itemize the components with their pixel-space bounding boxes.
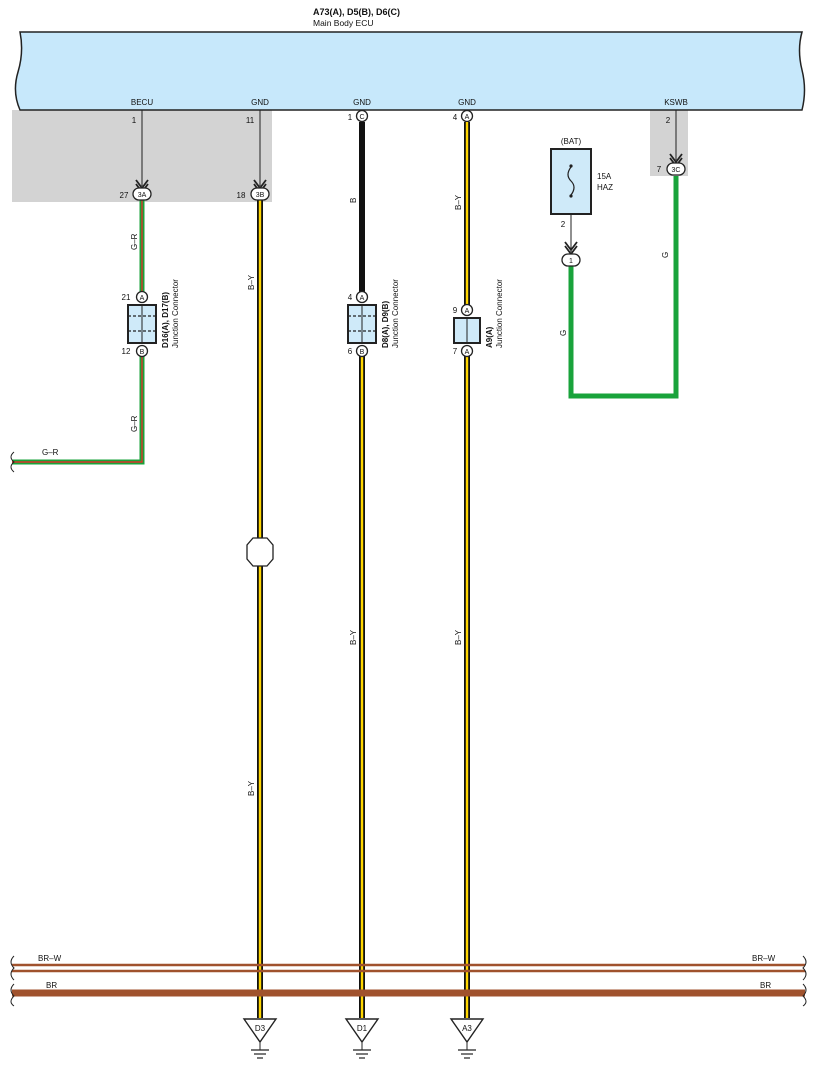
jc3-conn-bottom: A xyxy=(465,349,470,356)
wire-label-gr-left: G–R xyxy=(42,448,59,457)
conn-circle-gnd2 xyxy=(355,109,369,123)
pin-kswb: 2 xyxy=(666,116,671,125)
wire-label-gr-mid: G–R xyxy=(130,415,139,432)
gr-break-left xyxy=(10,451,15,473)
jc1-pin-bottom: 12 xyxy=(122,347,131,356)
conn-oval-3a xyxy=(132,187,152,201)
pin-gnd-1: 11 xyxy=(246,116,255,125)
fuse-name: HAZ xyxy=(597,183,613,192)
pin-3c: 7 xyxy=(657,165,662,174)
conn-label-3b: 3B xyxy=(256,192,265,199)
ground-d1 xyxy=(344,1018,380,1059)
jc1-pin-top: 21 xyxy=(122,293,131,302)
jc3-title: A9(A) xyxy=(485,326,494,348)
conn-oval-fuse-out xyxy=(561,253,581,267)
ground-label-d1: D1 xyxy=(357,1024,368,1033)
bus-br-w xyxy=(12,963,805,973)
fuse-element-icon xyxy=(567,166,575,196)
jc3-subtitle: Junction Connector xyxy=(495,279,504,348)
wire-label-by-2: B–Y xyxy=(247,780,256,796)
jc2-subtitle: Junction Connector xyxy=(391,279,400,348)
fuse-source: (BAT) xyxy=(561,137,582,146)
bus-label-br-left: BR xyxy=(46,981,57,990)
ecu-body xyxy=(14,31,806,111)
wire-label-by-5: B–Y xyxy=(454,629,463,645)
jc2-conn-top: A xyxy=(360,295,365,302)
jc1-subtitle: Junction Connector xyxy=(171,279,180,348)
conn-oval-3c xyxy=(666,162,686,176)
fuse-pin: 2 xyxy=(561,220,566,229)
pin-gnd-2: 1 xyxy=(348,113,353,122)
conn-label-fuse-out: 1 xyxy=(569,258,573,265)
conn-circle-gnd3 xyxy=(460,109,474,123)
ground-label-a3: A3 xyxy=(462,1024,472,1033)
bus-label-brw-left: BR–W xyxy=(38,954,62,963)
wire-label-by-3: B–Y xyxy=(349,629,358,645)
jc2-pin-top: 4 xyxy=(348,293,353,302)
ecu-connector-title: A73(A), D5(B), D6(C) xyxy=(313,7,400,17)
jc2-title: D8(A), D9(B) xyxy=(381,301,390,348)
ground-a3 xyxy=(449,1018,485,1059)
terminal-becu: BECU xyxy=(131,98,153,107)
ground-d3 xyxy=(242,1018,278,1059)
terminal-gnd-1: GND xyxy=(251,98,269,107)
bus-label-brw-right: BR–W xyxy=(752,954,776,963)
wire-label-by-1: B–Y xyxy=(247,274,256,290)
jc2-pin-bottom: 6 xyxy=(348,347,353,356)
junction-connector-1 xyxy=(127,290,157,358)
terminal-gnd-3: GND xyxy=(458,98,476,107)
ecu-name: Main Body ECU xyxy=(313,18,373,28)
jc1-title: D16(A), D17(B) xyxy=(161,292,170,348)
bus-label-br-right: BR xyxy=(760,981,771,990)
jc2-conn-bottom: B xyxy=(360,349,365,356)
wire-label-g-1: G xyxy=(559,330,568,336)
pin-3a: 27 xyxy=(120,191,129,200)
pin-becu: 1 xyxy=(132,116,137,125)
ground-label-d3: D3 xyxy=(255,1024,266,1033)
bus-break-left xyxy=(10,955,15,1007)
wire-g xyxy=(568,176,679,399)
jc3-pin-top: 9 xyxy=(453,306,458,315)
fuse-rating: 15A xyxy=(597,172,612,181)
jc1-conn-top: A xyxy=(140,295,145,302)
wire-label-g-2: G xyxy=(661,252,670,258)
conn-label-gnd2: C xyxy=(359,114,364,121)
fuse-terminal-bottom xyxy=(569,194,573,198)
pin-gnd-3: 4 xyxy=(453,113,458,122)
conn-label-gnd3: A xyxy=(465,114,470,121)
wire-label-b: B xyxy=(349,198,358,203)
conn-label-3c: 3C xyxy=(672,167,681,174)
jc3-conn-top: A xyxy=(465,308,470,315)
jc3-pin-bottom: 7 xyxy=(453,347,458,356)
conn-oval-3b xyxy=(250,187,270,201)
splice-octagon xyxy=(246,537,274,567)
wire-gr xyxy=(12,200,145,465)
fuse-terminal-top xyxy=(569,164,573,168)
conn-label-3a: 3A xyxy=(138,192,147,199)
wire-label-by-4: B–Y xyxy=(454,194,463,210)
junction-connector-2 xyxy=(347,290,377,358)
pin-3b: 18 xyxy=(237,191,246,200)
terminal-gnd-2: GND xyxy=(353,98,371,107)
jc1-conn-bottom: B xyxy=(140,349,145,356)
junction-connector-3 xyxy=(453,303,481,358)
wire-label-gr-top: G–R xyxy=(130,233,139,250)
bus-break-right xyxy=(802,955,807,1007)
terminal-kswb: KSWB xyxy=(664,98,688,107)
